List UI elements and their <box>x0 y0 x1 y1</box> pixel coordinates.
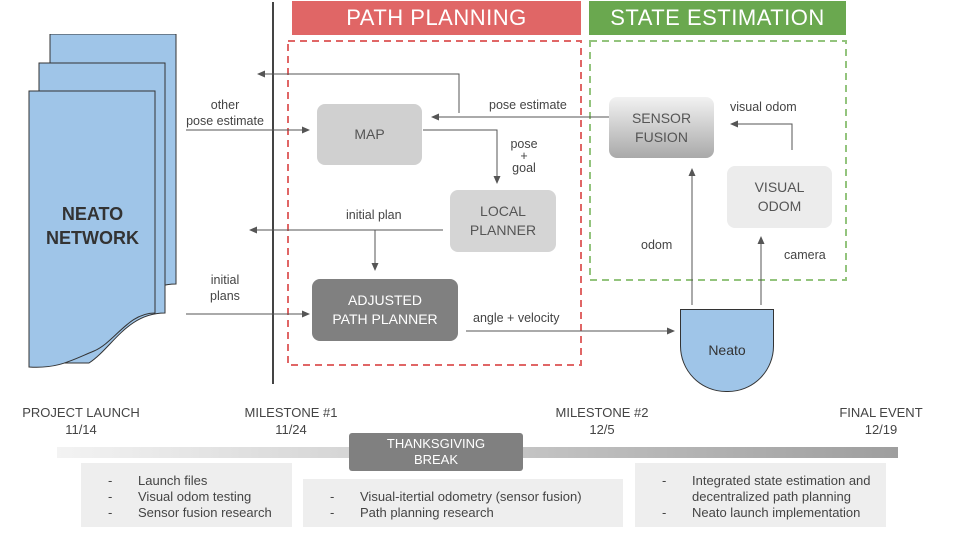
notes-milestone-2: -Integrated state estimation and decentr… <box>635 463 886 527</box>
note-item: -Launch files <box>108 473 208 488</box>
local-planner-node: LOCAL PLANNER <box>450 190 556 252</box>
note-item: -Path planning research <box>330 505 494 520</box>
neato-network-line1: NEATO <box>61 204 124 224</box>
note-item: -Integrated state estimation and decentr… <box>662 473 871 504</box>
neato-network-stack <box>28 34 177 368</box>
thanksgiving-break: THANKSGIVING BREAK <box>349 433 523 471</box>
arrow-pose-goal <box>423 129 501 184</box>
neato-network-line2: NETWORK <box>46 228 139 248</box>
milestone-title: MILESTONE #2 <box>555 405 649 420</box>
milestone-title: FINAL EVENT <box>839 405 923 420</box>
milestone-date: 12/5 <box>589 422 615 437</box>
label-pose-goal: pose + goal <box>510 137 538 175</box>
milestone-title: MILESTONE #1 <box>244 405 338 420</box>
milestone-2: MILESTONE #2 12/5 <box>547 404 657 438</box>
visual-odom-node: VISUAL ODOM <box>727 166 832 228</box>
adjusted-path-planner-node: ADJUSTED PATH PLANNER <box>312 279 458 341</box>
sensor-fusion-node: SENSOR FUSION <box>609 97 714 158</box>
note-item: -Neato launch implementation <box>662 505 861 520</box>
neato-node: Neato <box>680 309 774 392</box>
milestone-date: 11/14 <box>65 422 97 437</box>
note-item: -Sensor fusion research <box>108 505 272 520</box>
label-odom: odom <box>641 238 673 252</box>
note-item: -Visual-itertial odometry (sensor fusion… <box>330 489 582 504</box>
notes-milestone-1: -Visual-itertial odometry (sensor fusion… <box>303 479 623 527</box>
milestone-final-event: FINAL EVENT 12/19 <box>826 404 936 438</box>
milestone-date: 11/24 <box>275 422 307 437</box>
label-initial-plan: initial plan <box>346 208 402 222</box>
label-camera: camera <box>784 248 826 262</box>
neato-network-label: NEATO NETWORK <box>30 202 155 250</box>
notes-launch: -Launch files -Visual odom testing -Sens… <box>81 463 292 527</box>
milestone-1: MILESTONE #1 11/24 <box>236 404 346 438</box>
map-node: MAP <box>317 104 422 165</box>
path-planning-header: PATH PLANNING <box>292 1 581 35</box>
state-estimation-header: STATE ESTIMATION <box>589 1 846 35</box>
state-estimation-region <box>589 40 847 281</box>
milestone-date: 12/19 <box>864 422 898 437</box>
note-item: -Visual odom testing <box>108 489 252 504</box>
label-pose-estimate: pose estimate <box>489 98 567 112</box>
arrow-visual-odom <box>730 120 793 150</box>
path-planning-region <box>287 40 582 366</box>
label-other-pose-estimate: other pose estimate <box>186 98 264 128</box>
milestone-title: PROJECT LAUNCH <box>22 405 140 420</box>
arrow-map-out <box>257 70 460 113</box>
label-visual-odom: visual odom <box>730 100 797 114</box>
label-initial-plans: initial plans <box>210 273 240 303</box>
label-angle-velocity: angle + velocity <box>473 311 560 325</box>
milestone-project-launch: PROJECT LAUNCH 11/14 <box>14 404 148 438</box>
